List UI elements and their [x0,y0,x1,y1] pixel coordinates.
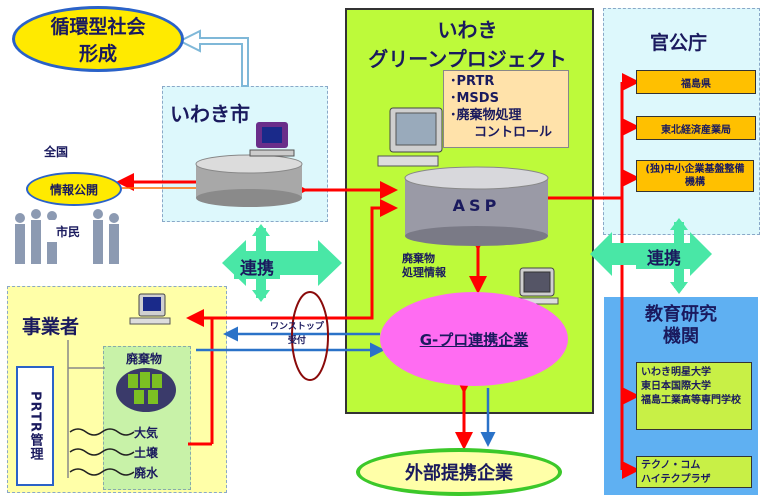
emission-soil: 土壌 [134,446,159,460]
hollow-arrow-up [177,29,249,87]
renkei-left-label: 連携 [234,254,280,279]
item-prtr: ･PRTR [450,74,495,89]
item-msds: ･MSDS [450,91,499,106]
edu-title-line2: 機関 [663,326,699,347]
asp-label: ASP [452,196,501,215]
junkan-line2: 形成 [78,43,117,65]
item-waste: ･廃棄物処理 [450,108,522,123]
business-title: 事業者 [22,316,80,338]
project-items-box: ･PRTR ･MSDS ･廃棄物処理 コントロール [443,70,569,148]
asp-cylinder [404,166,549,246]
public-info-label: 情報公開 [49,182,98,197]
computer-asp [377,107,443,167]
waste-info: 廃棄物 処理情報 [402,252,446,280]
renkei-right-label: 連携 [636,244,692,269]
project-title: いわき グリーンプロジェクト [345,14,590,72]
public-info-badge: 情報公開 [26,172,122,206]
computer-gpro [513,267,559,305]
project-title-line1: いわき [437,18,498,42]
edu-techno-1: テクノ・コム [641,460,701,471]
prtr-management-box: PRTR管理 [16,366,54,486]
edu-universities-box: いわき明星大学 東日本国際大学 福島工業高等専門学校 [636,362,752,430]
gpro-ellipse: G-プロ連携企業 [380,292,568,386]
external-partners-bubble: 外部提携企業 [356,448,562,496]
project-title-line2: グリーンプロジェクト [368,47,567,71]
citizen-people [15,209,119,264]
govt-fukushima: 福島県 [636,70,756,94]
computer-business [129,293,171,325]
one-stop-line2: 受付 [287,336,306,346]
computer-city [249,122,295,157]
waste-barrels [116,368,176,412]
item-control: コントロール [474,125,553,140]
govt-tohoku-meti: 東北経済産業局 [636,116,756,140]
external-label: 外部提携企業 [405,463,513,484]
edu-uni-3: 福島工業高等専門学校 [641,395,741,406]
city-cylinder [195,154,303,207]
one-stop-label: ワンストップ 受付 [270,320,324,348]
emission-air: 大気 [134,426,159,440]
citizen-text: 市民 [55,224,80,239]
edu-title-line1: 教育研究 [645,304,717,325]
edu-technocom-box: テクノ・コム ハイテクプラザ [636,456,752,488]
public-info-top: 全国 [44,145,69,159]
waste-subpanel [103,346,191,490]
waste-title: 廃棄物 [126,352,163,366]
one-stop-line1: ワンストップ [270,322,324,332]
junkan-line1: 循環型社会 [50,16,146,38]
junkan-shakai-bubble: 循環型社会 形成 [12,6,184,72]
edu-uni-1: いわき明星大学 [641,367,711,378]
govt-title: 官公庁 [650,32,708,54]
govt-smrj: (独)中小企業基盤整備機構 [636,160,754,192]
gpro-label: G-プロ連携企業 [419,330,529,349]
citizen-label: 市民 [46,220,90,242]
waste-info-line2: 処理情報 [402,266,446,279]
iwaki-city-title: いわき市 [170,102,250,126]
waste-info-line1: 廃棄物 [402,252,435,265]
edu-title: 教育研究 機関 [604,304,758,348]
edu-techno-2: ハイテクプラザ [641,474,711,485]
emission-water: 廃水 [134,466,159,480]
prtr-management-text: PRTR管理 [27,391,43,461]
edu-uni-2: 東日本国際大学 [641,381,711,392]
